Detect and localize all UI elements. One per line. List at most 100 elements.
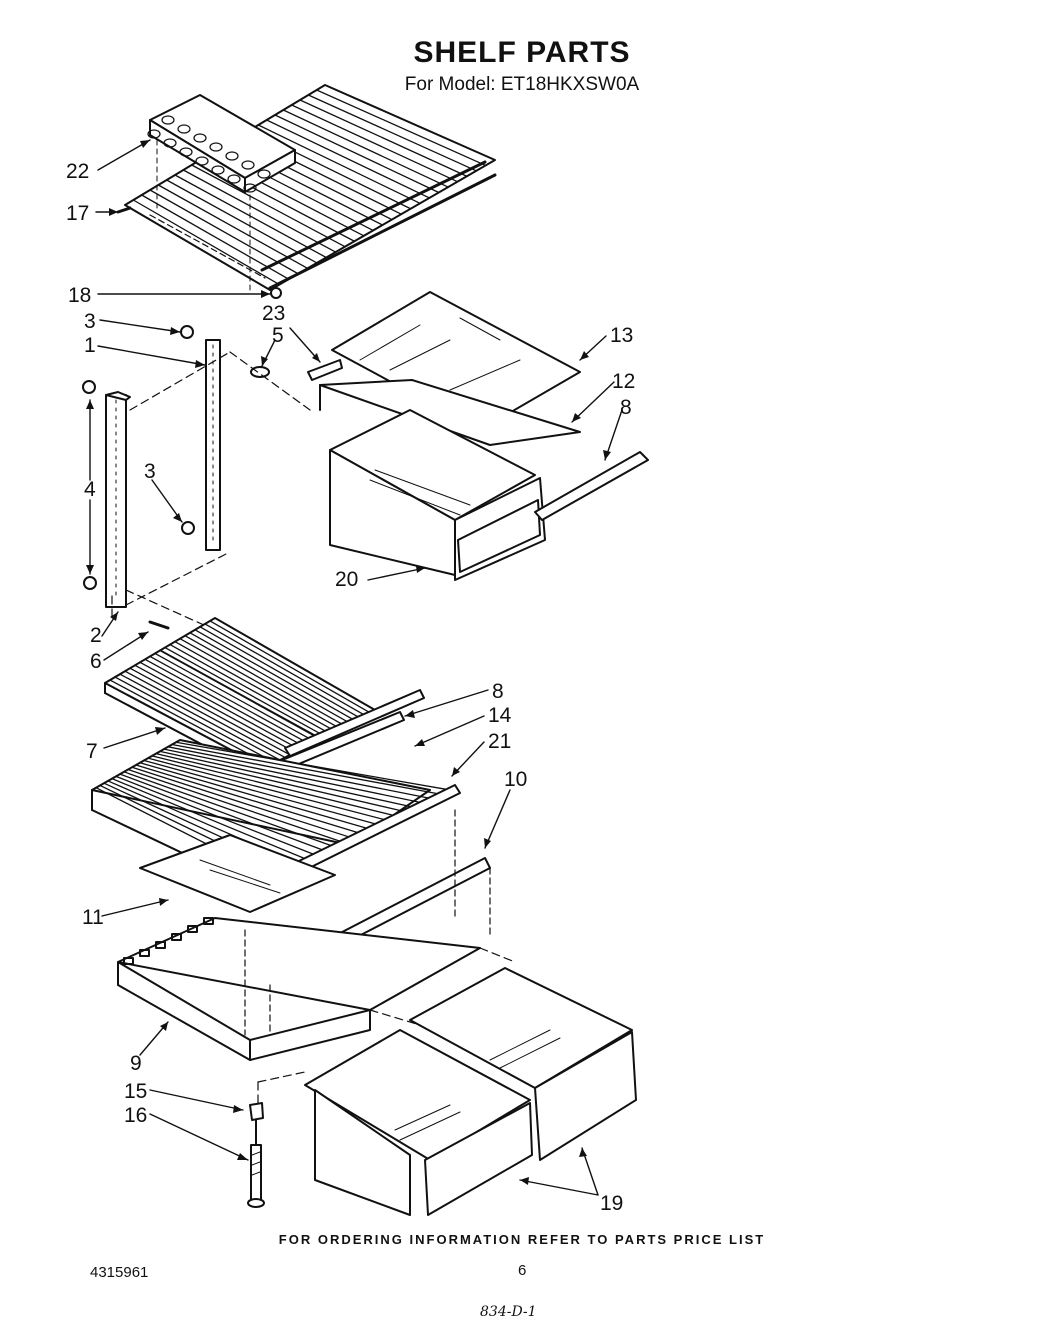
shelf-wire: [144, 658, 306, 748]
callout-8-middle: 8: [492, 680, 504, 703]
callout-11: 11: [82, 906, 104, 929]
callout-5: 5: [272, 324, 284, 347]
shelf-wire: [155, 752, 403, 812]
callout-12: 12: [612, 370, 635, 393]
ice-cup: [209, 142, 223, 152]
shelf-wire: [166, 179, 318, 264]
leader-lines: [89, 139, 623, 1196]
callout-15: 15: [124, 1080, 147, 1103]
ice-cup: [193, 133, 207, 143]
shelf-wire: [179, 638, 341, 730]
shelf-trim-14: [284, 689, 425, 757]
shelf-wire: [184, 635, 346, 727]
shelf-crossbar: [159, 649, 321, 739]
vent-hole: [155, 941, 166, 949]
glass-shelf-11: [139, 834, 336, 913]
shelf-wire: [191, 164, 346, 248]
ladder-bracket-right: [205, 339, 221, 551]
callout-21: 21: [488, 730, 511, 753]
callout-17: 17: [66, 202, 89, 225]
shelf-wire: [159, 750, 412, 808]
shelf-wire: [115, 775, 314, 855]
shelf-wire: [307, 94, 477, 172]
shelf-wire: [209, 620, 371, 714]
shelf-wire: [299, 99, 468, 177]
shelf-wire: [182, 169, 337, 253]
shelf-wire: [171, 743, 438, 795]
crisper-drawer-left-19: [304, 1029, 533, 1216]
shelf-wire: [274, 114, 440, 194]
page-number: 6: [518, 1262, 527, 1279]
model-subtitle: For Model: ET18HKXSW0A: [404, 74, 640, 95]
callout-8-upper: 8: [620, 396, 632, 419]
shelf-wire: [139, 661, 301, 751]
callout-7: 7: [86, 740, 98, 763]
callout-16: 16: [124, 1104, 147, 1127]
shelf-wire: [194, 629, 356, 722]
shelf-wire: [123, 771, 332, 847]
callout-19: 19: [600, 1192, 623, 1215]
shelf-wire: [119, 773, 323, 851]
shelf-wire: [174, 640, 336, 732]
callout-3-lower: 3: [144, 460, 156, 483]
drawer-dashed-guides: [257, 947, 516, 1109]
shelf-wire: [131, 766, 350, 838]
ice-cup: [225, 151, 239, 161]
callout-9: 9: [130, 1052, 142, 1075]
ice-cup: [227, 174, 241, 184]
shelf-wire: [175, 741, 447, 790]
glass-shelf-trim-23: [307, 359, 343, 381]
callout-3-upper: 3: [84, 310, 96, 333]
callout-labels: 22 17 18 23 3 5 1 13 12 8 4 3 20 2 6 8 1…: [66, 160, 635, 1215]
ice-tray: [147, 94, 296, 291]
ladder-bracket-left: [105, 391, 131, 608]
shelf-wire: [109, 679, 271, 767]
shelf-wire: [167, 746, 430, 799]
shelf-wire: [189, 632, 351, 724]
shelf-wire: [199, 626, 361, 719]
ice-cup: [161, 115, 175, 125]
shelf-wire: [139, 762, 368, 829]
shelf-wire: [119, 673, 281, 761]
callout-23: 23: [262, 302, 285, 325]
ice-cup: [257, 169, 271, 179]
crisper-drawer-right-19: [409, 967, 637, 1161]
ice-cup: [211, 165, 225, 175]
ice-cup: [163, 138, 177, 148]
handwritten-note: 834-D-1: [480, 1304, 537, 1320]
shelf-wire: [266, 119, 431, 199]
callout-14: 14: [488, 704, 512, 727]
shelf-wire: [124, 670, 286, 759]
callout-2: 2: [90, 624, 102, 647]
document-number: 4315961: [90, 1264, 149, 1281]
shelf-wire: [143, 759, 376, 825]
shelf-wire: [204, 623, 366, 716]
callout-6: 6: [90, 650, 102, 673]
leveling-leg: [247, 1102, 265, 1208]
shelf-wire: [114, 676, 276, 764]
ice-cup: [243, 183, 257, 193]
vent-hole: [187, 925, 198, 933]
ice-cup: [179, 147, 193, 157]
shelf-wire: [127, 768, 341, 842]
shelf-wire: [147, 757, 385, 821]
shelf-wire: [174, 174, 327, 259]
ice-cup: [177, 124, 191, 134]
bracket-caps: [82, 325, 270, 630]
shelf-wire: [154, 652, 316, 743]
callout-18: 18: [68, 284, 91, 307]
ice-cup: [147, 129, 161, 139]
shelf-wire: [129, 667, 291, 756]
ice-cup: [241, 160, 255, 170]
crisper-drawer-20: [329, 409, 546, 581]
shelf-wire: [111, 777, 305, 860]
vent-hole: [203, 917, 214, 925]
shelf-wire: [157, 184, 309, 269]
wire-shelf-7: [104, 617, 376, 779]
page-title: SHELF PARTS: [413, 36, 631, 69]
shelf-wire: [282, 109, 449, 188]
vent-hole: [123, 957, 134, 965]
callout-4: 4: [84, 478, 96, 501]
shelf-wire: [151, 755, 394, 816]
